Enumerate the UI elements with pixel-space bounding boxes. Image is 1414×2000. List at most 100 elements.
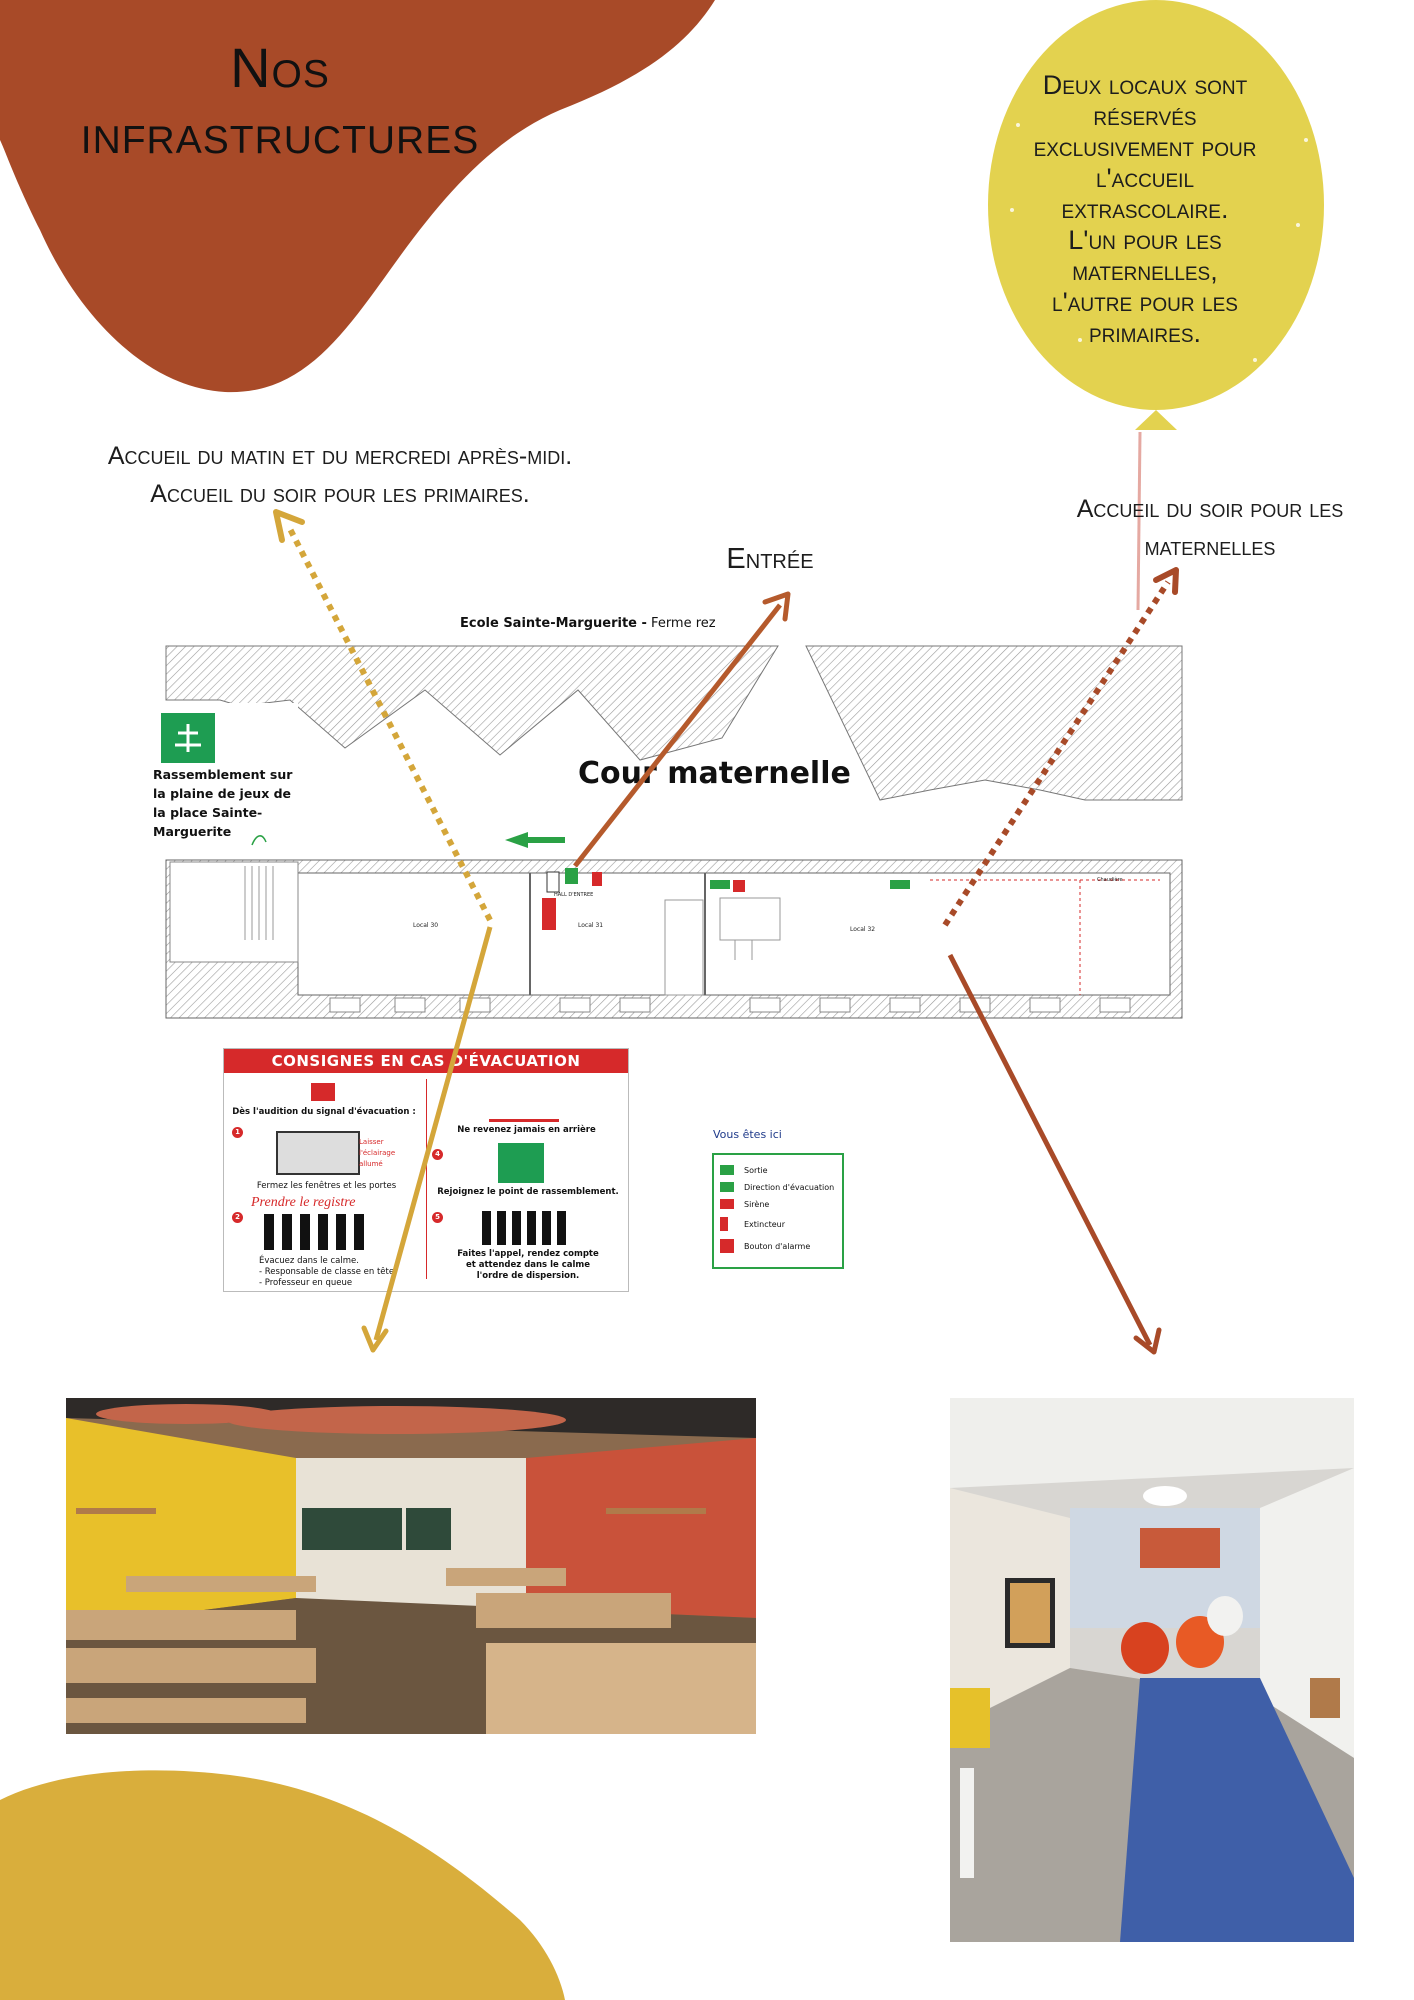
poster-responsable-text: - Responsable de classe en tête [259, 1267, 395, 1277]
blob-mustard-shape [0, 1770, 565, 2000]
balloon-knot [1135, 410, 1177, 430]
legend-label: Direction d'évacuation [744, 1182, 835, 1192]
dotted-arrow-right-head [1153, 567, 1179, 595]
plan-siren-1 [733, 880, 745, 892]
assembly-point-sign [159, 711, 217, 765]
plan-alarm-button [542, 898, 556, 930]
dotted-arrow-left-line [285, 523, 493, 922]
poster-rejoignez-text: Rejoignez le point de rassemblement. [437, 1187, 619, 1197]
plan-title-rest: Ferme rez [646, 616, 716, 631]
poster-dispersion-text: l'ordre de dispersion. [476, 1271, 580, 1281]
legend-label: Sirène [744, 1199, 770, 1209]
siren-icon [311, 1083, 335, 1101]
cour-maternelle-label: Cour maternelle [578, 756, 851, 791]
plan-dashed-red [930, 879, 1160, 995]
balloon-line: l'autre pour les [1052, 287, 1238, 317]
note-right-line-2: maternelles [1144, 533, 1276, 561]
evacuation-instructions-poster: CONSIGNES EN CAS D'ÉVACUATION Dès l'audi… [223, 1048, 629, 1292]
plan-hatched-wall-left [165, 645, 779, 761]
arrow-brown-down-head [1133, 1327, 1162, 1355]
plan-extinguisher [592, 872, 602, 886]
room-local-32: Local 32 [850, 926, 876, 933]
plan-building-outer [165, 859, 1183, 1019]
legend-item-alarme: Bouton d'alarme [720, 1239, 810, 1253]
plan-exit-sign [546, 871, 560, 893]
note-left-line-2: Accueil du soir pour les primaires. [150, 480, 530, 508]
direction-icon [720, 1182, 734, 1192]
plan-windows [329, 997, 1131, 1013]
title-line-2: infrastructures [80, 102, 480, 165]
room-hall: HALL D'ENTREE [554, 892, 594, 898]
note-morning-wednesday: Accueil du matin et du mercredi après-mi… [40, 437, 640, 513]
note-right-line-1: Accueil du soir pour les [1076, 495, 1344, 523]
page-title: Nos infrastructures [20, 35, 540, 167]
title-line-1: Nos [230, 36, 330, 99]
plan-title-bold: Ecole Sainte-Marguerite - [460, 616, 647, 631]
poster-divider [426, 1079, 427, 1279]
step-1-badge: 1 [232, 1127, 243, 1138]
window-door-icon [276, 1131, 360, 1175]
legend-you-are-here: Vous êtes ici [713, 1128, 782, 1141]
step-5-badge: 5 [432, 1212, 443, 1223]
step-2-badge: 2 [232, 1212, 243, 1223]
legend-label: Sortie [744, 1165, 768, 1175]
legend-label: Extincteur [744, 1219, 786, 1229]
room-chaudiere: Chaudière [1097, 877, 1123, 883]
poster-professeur-text: - Professeur en queue [259, 1278, 353, 1288]
legend-item-extincteur: Extincteur [720, 1217, 785, 1231]
balloon-line: extrascolaire. [1061, 194, 1229, 224]
exit-icon [720, 1165, 734, 1175]
room-local-30: Local 30 [413, 922, 439, 929]
arrow-gold-down-head [361, 1325, 389, 1353]
assembly-point-icon [498, 1143, 544, 1183]
extinguisher-icon [720, 1217, 728, 1231]
assembly-point-glyph [175, 724, 201, 752]
step-4-badge: 4 [432, 1149, 443, 1160]
balloon-line: maternelles, [1072, 256, 1218, 286]
legend-item-sirene: Sirène [720, 1199, 769, 1209]
plan-direction-2 [890, 880, 910, 889]
rassemblement-label: Rassemblement sur la plaine de jeux de l… [153, 767, 293, 839]
plan-stair-mid [664, 899, 704, 996]
plan-wc-block [719, 897, 781, 960]
plan-you-are-here [565, 868, 578, 884]
balloon-line: L'un pour les [1068, 225, 1222, 255]
room-local-31: Local 31 [578, 922, 604, 929]
photo-classroom-maternelles [950, 1398, 1354, 1942]
classroom-illustration [66, 1398, 756, 1734]
dotted-arrow-right-line [942, 580, 1171, 927]
siren-icon [720, 1199, 734, 1209]
arrow-entree-head [762, 591, 791, 622]
legend-label: Bouton d'alarme [744, 1241, 811, 1251]
dotted-arrow-left-head [273, 509, 305, 543]
photo-classroom-primaires [66, 1398, 756, 1734]
plan-stair-lines [244, 866, 274, 940]
plan-direction-1 [710, 880, 730, 889]
alarm-button-icon [720, 1239, 734, 1253]
poster-appel-text: Faites l'appel, rendez compte [457, 1249, 599, 1259]
balloon-line: exclusivement pour [1033, 132, 1257, 162]
arrow-brown-down-line [947, 953, 1153, 1347]
poster-fermez-text: Fermez les fenêtres et les portes [256, 1181, 397, 1191]
poster-revenez-text: Ne revenez jamais en arrière [457, 1125, 596, 1135]
no-return-icon [489, 1089, 559, 1122]
balloon-line: Deux locaux sont [1042, 70, 1248, 100]
legend-item-direction: Direction d'évacuation [720, 1182, 834, 1192]
poster-attendez-text: et attendez dans le calme [465, 1260, 591, 1270]
poster-registre-text: Prendre le registre [251, 1195, 356, 1210]
plan-title: Ecole Sainte-Marguerite - Ferme rez [460, 616, 716, 631]
balloon-text: Deux locaux sont réservés exclusivement … [990, 70, 1300, 349]
group-people-icon [482, 1211, 572, 1245]
plan-hatched-wall-right [805, 645, 1183, 801]
arrow-entree-line [573, 603, 782, 868]
balloon-line: réservés [1093, 101, 1197, 131]
plan-building-inner [297, 872, 1171, 996]
note-evening-maternelles: Accueil du soir pour les maternelles [1030, 490, 1390, 566]
balloon-line: primaires. [1088, 318, 1202, 348]
note-left-line-1: Accueil du matin et du mercredi après-mi… [107, 442, 573, 470]
maternelle-illustration [950, 1398, 1354, 1942]
poster-signal-text: Dès l'audition du signal d'évacuation : [232, 1107, 416, 1117]
plan-stair-left [169, 861, 299, 963]
evacuation-people-icon [264, 1214, 369, 1250]
balloon-line: l'accueil [1095, 163, 1195, 193]
